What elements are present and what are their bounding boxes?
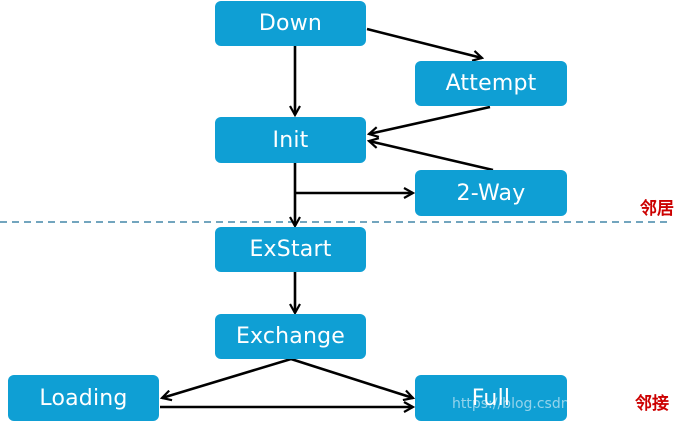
node-loading: Loading: [8, 375, 159, 421]
edge-two-way-to-init: [369, 141, 494, 172]
edge-exchange-to-full: [290, 357, 413, 398]
node-exstart: ExStart: [215, 227, 366, 272]
watermark-text: https://blog.csdn.net/u014: [452, 396, 638, 412]
edge-attempt-to-init: [369, 105, 491, 134]
node-two-way: 2-Way: [415, 170, 567, 216]
node-full: Full: [415, 375, 567, 421]
edge-exchange-to-loading: [162, 357, 292, 398]
node-init: Init: [215, 117, 366, 163]
node-exchange: Exchange: [215, 314, 366, 359]
node-down: Down: [215, 1, 366, 46]
zone-label-neighbor: 邻居: [640, 199, 674, 219]
zone-label-adjacency: 邻接: [635, 394, 669, 414]
node-attempt: Attempt: [415, 61, 567, 106]
edge-down-to-attempt: [366, 27, 482, 58]
